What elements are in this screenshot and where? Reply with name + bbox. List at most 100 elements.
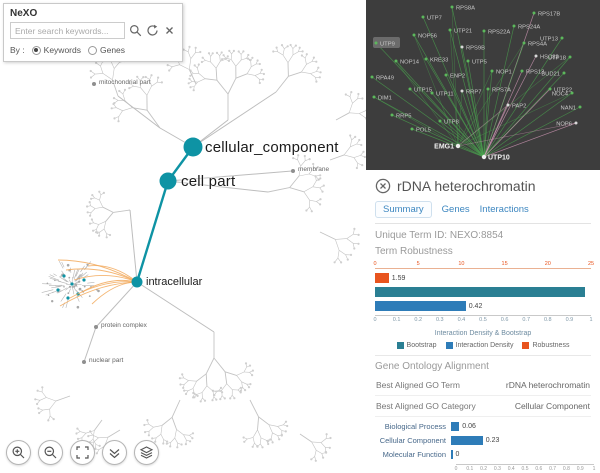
refresh-icon[interactable] [145, 24, 159, 38]
gene-node-label[interactable]: RPS22A [488, 30, 510, 36]
gene-node-label[interactable]: RRP7 [466, 90, 481, 96]
go-term-row: Best Aligned GO Term rDNA heterochromati… [375, 375, 591, 396]
app-title: NeXO [10, 8, 38, 19]
robustness-bar [375, 287, 585, 297]
gene-node-label[interactable]: KRE33 [430, 58, 448, 64]
zoom-in-icon [12, 446, 25, 459]
tree-node-nuclear-part[interactable]: nuclear part [89, 357, 124, 364]
divider [375, 355, 591, 356]
tree-node-membrane[interactable]: membrane [298, 166, 330, 173]
radio-keywords[interactable]: Keywords [31, 45, 81, 55]
gene-node-label[interactable]: NOP1 [496, 70, 512, 76]
gene-node-label[interactable]: UTP11 [436, 92, 454, 98]
gene-node-label[interactable]: UTP10 [488, 155, 510, 162]
gene-node-label[interactable]: DIM1 [378, 96, 392, 102]
gene-node-label[interactable]: RPS13 [526, 70, 544, 76]
radio-genes-control[interactable] [87, 45, 97, 55]
go-alignment-heading: Gene Ontology Alignment [375, 361, 489, 372]
layers-button[interactable] [134, 440, 159, 465]
zoom-in-button[interactable] [6, 440, 31, 465]
radio-genes-label: Genes [99, 45, 126, 55]
fit-view-button[interactable] [102, 440, 127, 465]
gene-node-label[interactable]: ENP2 [450, 74, 465, 80]
fullscreen-button[interactable] [70, 440, 95, 465]
gene-node-label[interactable]: RPS17B [538, 12, 560, 18]
gene-node-label[interactable]: UTP7 [427, 16, 442, 22]
bottom-axis-caption: Interaction Density & Bootstrap [434, 330, 532, 337]
tree-node-mitochondrial-part[interactable]: mitochondrial part [99, 79, 151, 86]
gene-node-label[interactable]: UTP22 [554, 88, 572, 94]
tree-node-cell-part[interactable]: cell part [181, 173, 236, 190]
gene-node-label[interactable]: RRP5 [396, 114, 411, 120]
term-title: rDNA heterochromatin [397, 178, 536, 194]
legend-item: Interaction Density [445, 342, 513, 349]
tree-node-cellular-component[interactable]: cellular_component [205, 139, 339, 156]
gene-node-label[interactable]: RPS24A [518, 25, 540, 31]
gene-node-label[interactable]: NOC4 [552, 92, 569, 98]
gene-node-label[interactable]: UTP9 [380, 42, 395, 48]
gene-node-label[interactable]: UTP21 [454, 29, 472, 35]
zoom-out-button[interactable] [38, 440, 63, 465]
tree-node-intracellular[interactable]: intracellular [146, 276, 203, 288]
go-score-bar [451, 422, 460, 431]
gene-node-label[interactable]: NOP56 [418, 34, 437, 40]
go-term-value: rDNA heterochromatin [505, 380, 590, 390]
search-by-label: By : [10, 45, 25, 55]
ontology-tree-canvas[interactable]: cellular_component cell part intracellul… [0, 0, 366, 473]
gene-node-label[interactable]: EMG1 [434, 144, 454, 151]
radio-genes[interactable]: Genes [87, 45, 126, 55]
layers-icon [139, 446, 154, 459]
gene-node-label[interactable]: RPS4A [528, 42, 547, 48]
unique-term-id: Unique Term ID: NEXO:8854 [375, 230, 504, 241]
legend-item: Bootstrap [396, 342, 437, 349]
gene-node-label[interactable]: UTP15 [414, 88, 432, 94]
gene-node-label[interactable]: NAN1 [561, 106, 576, 112]
gene-node-label[interactable]: NOP14 [400, 60, 420, 66]
go-category-label: Best Aligned GO Category [376, 401, 476, 411]
go-score-bar [451, 436, 483, 445]
go-term-label: Best Aligned GO Term [376, 380, 460, 390]
term-details-panel: rDNA heterochromatin Summary Genes Inter… [366, 170, 600, 473]
tree-node-protein-complex[interactable]: protein complex [101, 322, 147, 329]
term-robustness-heading: Term Robustness [375, 246, 453, 257]
tab-interactions[interactable]: Interactions [479, 204, 529, 215]
search-input[interactable] [10, 22, 125, 39]
gene-node-label[interactable]: BUD21 [541, 72, 560, 78]
close-details-button[interactable] [375, 178, 391, 194]
robustness-bar [375, 301, 466, 311]
zoom-out-icon [44, 446, 57, 459]
go-category-value: Cellular Component [514, 401, 590, 411]
gene-node-label[interactable]: RPS7A [492, 88, 511, 94]
tab-genes[interactable]: Genes [441, 204, 470, 215]
gene-node-label[interactable]: UTP18 [548, 56, 566, 62]
clear-icon[interactable] [162, 24, 176, 38]
gene-node-label[interactable]: HSC82 [540, 55, 559, 61]
gene-node-label[interactable]: UTP8 [444, 120, 459, 126]
go-category-row: Best Aligned GO Category Cellular Compon… [375, 396, 591, 417]
view-toolbar [6, 440, 159, 465]
fullscreen-icon [76, 446, 89, 459]
gene-node-label[interactable]: UTP13 [540, 37, 558, 43]
search-panel: NeXO By : Keywords Genes [3, 3, 183, 62]
gene-node-label[interactable]: PAP2 [512, 104, 526, 110]
go-chart-category: Molecular Function [382, 450, 446, 459]
ontology-node[interactable] [159, 172, 177, 190]
radio-keywords-control[interactable] [31, 45, 41, 55]
fit-view-icon [109, 449, 120, 459]
legend-item: Robustness [522, 342, 569, 349]
gene-node-label[interactable]: POL5 [416, 128, 431, 134]
gene-node-label[interactable]: UTP5 [472, 60, 487, 66]
gene-node-label[interactable]: RPA49 [376, 76, 394, 82]
gene-node-label[interactable]: RPS9B [466, 46, 485, 52]
gene-node-label[interactable]: NOP6 [556, 122, 572, 128]
go-chart-category: Biological Process [384, 422, 446, 431]
tab-summary[interactable]: Summary [375, 201, 432, 218]
ontology-tree-svg [34, 43, 366, 462]
gene-node-label[interactable]: RPS8A [456, 6, 475, 12]
search-icon[interactable] [128, 24, 142, 38]
ontology-node[interactable] [131, 276, 143, 288]
ontology-node[interactable] [183, 137, 203, 157]
